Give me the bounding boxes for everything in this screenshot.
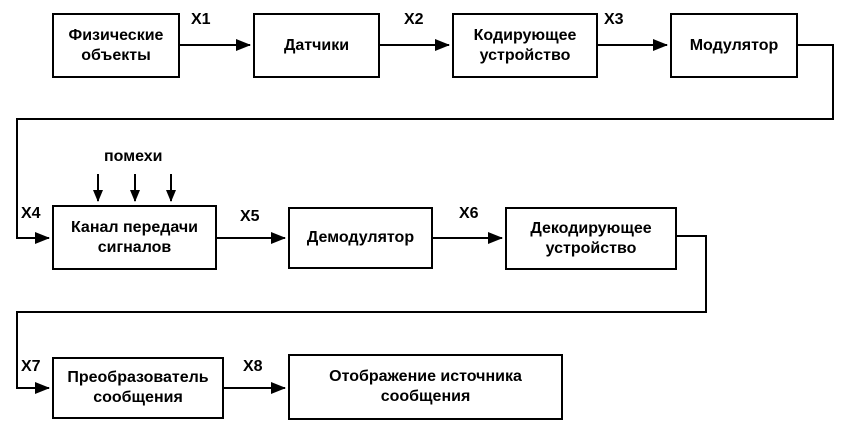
box-sensors: Датчики (253, 13, 380, 78)
box-message-converter: Преобразователь сообщения (52, 357, 224, 419)
box-signal-channel: Канал передачи сигналов (52, 205, 217, 270)
signal-label-x5: X5 (240, 208, 260, 225)
signal-label-x8: X8 (243, 358, 263, 375)
box-encoder-label: Кодирующее устройство (473, 26, 577, 64)
box-physical-objects-label: Физические объекты (68, 26, 164, 64)
box-physical-objects: Физические объекты (52, 13, 180, 78)
box-decoder: Декодирующее устройство (505, 207, 677, 270)
box-modulator-label: Модулятор (689, 36, 779, 54)
signal-label-x4: X4 (21, 205, 41, 222)
box-modulator: Модулятор (670, 13, 798, 78)
signal-label-x1: X1 (191, 11, 211, 28)
noise-label: помехи (104, 148, 163, 165)
box-demodulator: Демодулятор (288, 207, 433, 269)
box-encoder: Кодирующее устройство (452, 13, 598, 78)
box-message-source-display: Отображение источника сообщения (288, 354, 563, 420)
box-message-converter-label: Преобразователь сообщения (67, 369, 209, 406)
box-demodulator-label: Демодулятор (306, 229, 415, 246)
box-sensors-label: Датчики (283, 36, 350, 54)
box-decoder-label: Декодирующее устройство (530, 219, 652, 257)
box-signal-channel-label: Канал передачи сигналов (70, 218, 199, 256)
box-message-source-display-label: Отображение источника сообщения (329, 368, 522, 405)
signal-label-x2: X2 (404, 11, 424, 28)
signal-label-x7: X7 (21, 358, 41, 375)
signal-label-x6: X6 (459, 205, 479, 222)
signal-label-x3: X3 (604, 11, 624, 28)
